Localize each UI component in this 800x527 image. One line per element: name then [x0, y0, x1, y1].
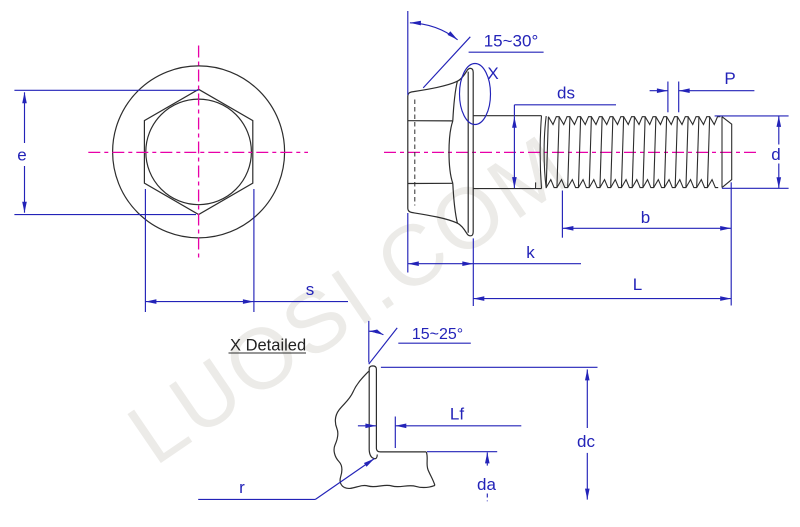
- svg-text:ds: ds: [557, 84, 575, 103]
- svg-text:dc: dc: [577, 432, 595, 451]
- svg-text:e: e: [17, 146, 26, 165]
- svg-text:b: b: [641, 208, 650, 227]
- svg-text:k: k: [526, 243, 535, 262]
- svg-text:15~30°: 15~30°: [484, 32, 539, 51]
- svg-text:LUOSI.COM: LUOSI.COM: [112, 116, 587, 482]
- svg-text:X: X: [487, 64, 498, 83]
- svg-text:P: P: [724, 69, 735, 88]
- svg-text:L: L: [633, 275, 642, 294]
- svg-text:da: da: [477, 475, 496, 494]
- svg-text:r: r: [239, 478, 245, 497]
- svg-text:s: s: [306, 280, 315, 299]
- svg-text:15~25°: 15~25°: [412, 326, 463, 343]
- svg-text:d: d: [771, 145, 780, 164]
- svg-text:Lf: Lf: [450, 404, 464, 423]
- svg-text:X Detailed: X Detailed: [230, 337, 306, 355]
